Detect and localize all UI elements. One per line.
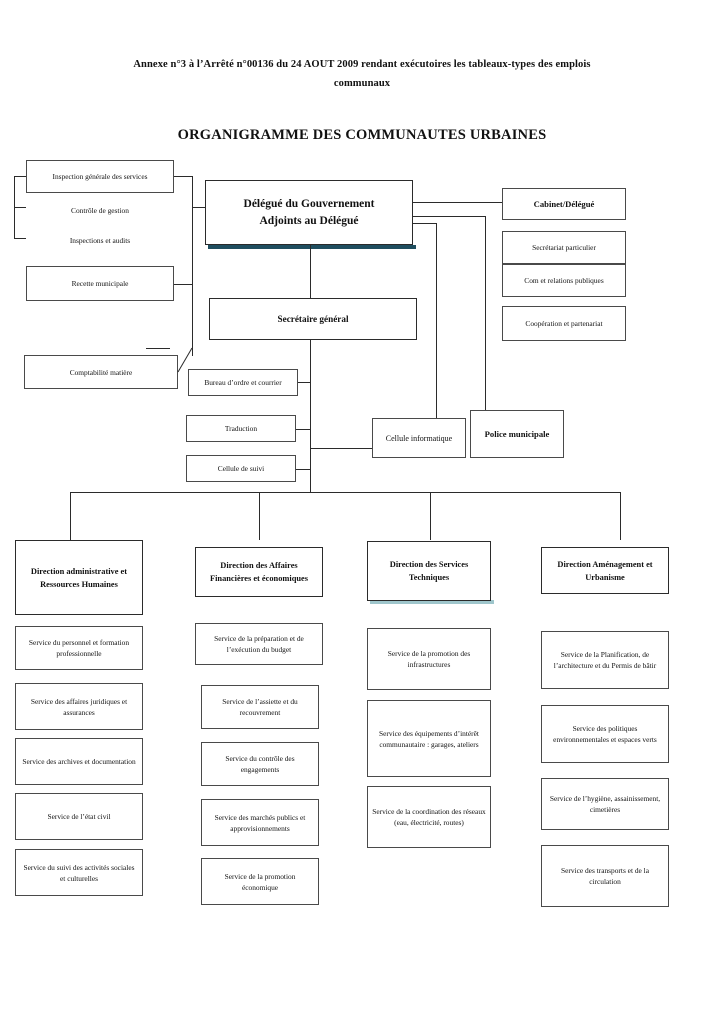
box-cabinet-delegue[interactable]: Cabinet/Délégué [502, 188, 626, 220]
connector-drop-to-police [485, 216, 486, 410]
connector-drop-to-informatique [436, 223, 437, 418]
box-direction-4-service-4[interactable]: Service des transports et de la circulat… [541, 845, 669, 907]
label-inspections-et-audits: Inspections et audits [69, 236, 131, 245]
connector-delegue-to-cabinet [413, 202, 502, 203]
connector-suivi-to-spine [296, 469, 311, 470]
box-cellule-informatique[interactable]: Cellule informatique [372, 418, 466, 458]
page-title: ORGANIGRAMME DES COMMUNAUTES URBAINES [177, 127, 547, 143]
connector-traduction-to-spine [296, 429, 311, 430]
left-collector-spine [192, 176, 193, 356]
box-bureau-ordre-courrier[interactable]: Bureau d’ordre et courrier [188, 369, 298, 396]
direction-1-title-text: Direction administrative et Ressources H… [30, 566, 128, 589]
box-direction-3-service-1[interactable]: Service de la promotion des infrastructu… [367, 628, 491, 690]
direction-4-title-text: Direction Aménagement et Urbanisme [557, 559, 653, 582]
direction-3-title-shadow [370, 600, 494, 604]
drop-direction-2 [259, 492, 260, 540]
drop-direction-3 [430, 492, 431, 540]
box-direction-4-service-1[interactable]: Service de la Planification, de l’archit… [541, 631, 669, 689]
box-secretariat-particulier[interactable]: Secrétariat particulier [502, 231, 626, 264]
box-direction-1-service-3[interactable]: Service des archives et documentation [15, 738, 143, 785]
delegue-line-1: Délégué du Gouvernement [243, 197, 375, 210]
connector-spine-to-delegue [192, 207, 208, 208]
box-inspection-generale[interactable]: Inspection générale des services [26, 160, 174, 193]
connector-delegue-to-sg [310, 245, 311, 298]
connector-spine-to-cellule-informatique [310, 448, 372, 449]
box-direction-1-service-4[interactable]: Service de l’état civil [15, 793, 143, 840]
delegue-box-shadow [208, 245, 416, 249]
box-direction-2-service-2[interactable]: Service de l’assiette et du recouvrement [201, 685, 319, 729]
box-secretaire-general[interactable]: Secrétaire général [209, 298, 417, 340]
directions-horizontal-bus [70, 492, 621, 493]
drop-direction-1 [70, 492, 71, 540]
box-direction-1-service-1[interactable]: Service du personnel et formation profes… [15, 626, 143, 670]
box-direction-4-service-3[interactable]: Service de l’hygiène, assainissement, ci… [541, 778, 669, 830]
drop-direction-4 [620, 492, 621, 540]
box-direction-3-title[interactable]: Direction des Services Techniques [367, 541, 491, 601]
direction-2-title-text: Direction des Affaires Financières et éc… [209, 561, 308, 583]
connector-inspection-to-spine [174, 176, 193, 177]
bracket-inspection-bottom [14, 238, 26, 239]
label-controle-de-gestion: Contrôle de gestion [71, 206, 129, 215]
box-cellule-de-suivi[interactable]: Cellule de suivi [186, 455, 296, 482]
central-spine [310, 340, 311, 492]
box-police-municipale[interactable]: Police municipale [470, 410, 564, 458]
box-recette-municipale[interactable]: Recette municipale [26, 266, 174, 301]
box-cooperation-partenariat[interactable]: Coopération et partenariat [502, 306, 626, 341]
box-com-relations-publiques[interactable]: Com et relations publiques [502, 264, 626, 297]
bracket-inspection-top [14, 176, 26, 177]
box-direction-2-service-5[interactable]: Service de la promotion économique [201, 858, 319, 905]
stub-above-comptabilite [146, 348, 170, 349]
box-direction-3-service-3[interactable]: Service de la coordination des réseaux (… [367, 786, 491, 848]
annex-heading: Annexe n°3 à l’Arrêté n°00136 du 24 AOUT… [133, 59, 591, 89]
box-traduction[interactable]: Traduction [186, 415, 296, 442]
delegue-line-2: Adjoints au Délégué [259, 214, 359, 227]
connector-bureau-to-spine [298, 382, 311, 383]
box-direction-1-service-2[interactable]: Service des affaires juridiques et assur… [15, 683, 143, 730]
box-direction-1-title[interactable]: Direction administrative et Ressources H… [15, 540, 143, 615]
box-comptabilite-matiere[interactable]: Comptabilité matière [24, 355, 178, 389]
box-direction-1-service-5[interactable]: Service du suivi des activités sociales … [15, 849, 143, 896]
box-delegue-du-gouvernement[interactable]: Délégué du Gouvernement Adjoints au Délé… [205, 180, 413, 245]
connector-recette-to-spine [174, 284, 193, 285]
box-direction-3-service-2[interactable]: Service des équipements d’intérêt commun… [367, 700, 491, 777]
connector-delegue-right-drop-b [413, 223, 436, 224]
box-direction-2-service-3[interactable]: Service du contrôle des engagements [201, 742, 319, 786]
direction-3-title-text: Direction des Services Techniques [389, 560, 469, 582]
box-direction-4-title[interactable]: Direction Aménagement et Urbanisme [541, 547, 669, 594]
box-direction-2-title[interactable]: Direction des Affaires Financières et éc… [195, 547, 323, 597]
connector-delegue-right-drop-a [413, 216, 485, 217]
box-direction-2-service-4[interactable]: Service des marchés publics et approvisi… [201, 799, 319, 846]
box-direction-2-service-1[interactable]: Service de la préparation et de l’exécut… [195, 623, 323, 665]
bracket-inspection-middle [14, 207, 26, 208]
box-direction-4-service-2[interactable]: Service des politiques environnementales… [541, 705, 669, 763]
